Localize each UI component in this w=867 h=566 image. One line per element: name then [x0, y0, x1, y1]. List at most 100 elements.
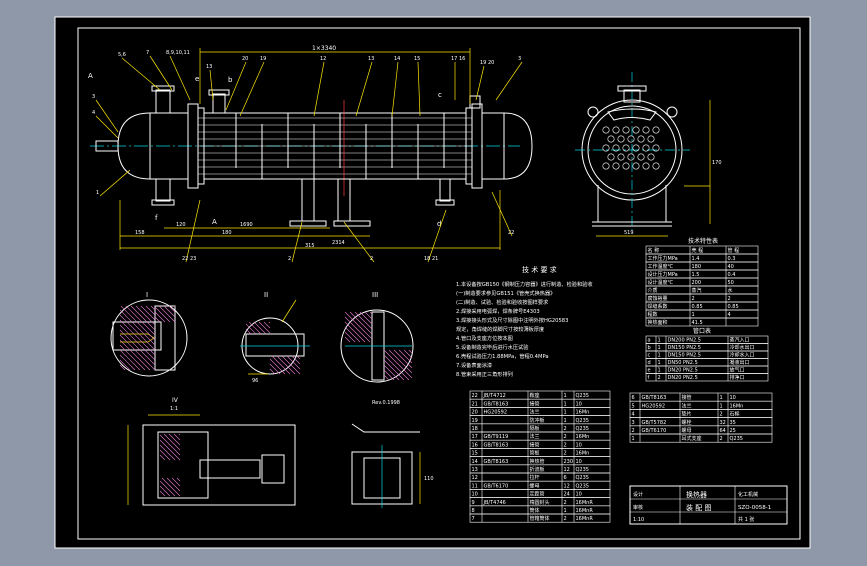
table-cell: 螺栓 — [682, 419, 692, 426]
hatch-line — [398, 349, 413, 364]
hatch-line — [120, 305, 156, 341]
hatch-line — [388, 349, 413, 374]
table-cell: GB/T8163 — [484, 442, 509, 448]
table-cell: 13 — [472, 467, 478, 473]
table-cell: 换热管 — [530, 458, 545, 465]
tb-checker: 审核 — [633, 504, 643, 511]
table-cell: 换热面积 — [648, 319, 668, 326]
hatch-line — [159, 449, 171, 461]
table-cell: 16Mn — [576, 451, 590, 457]
leader-line — [121, 57, 161, 91]
table-cell: 10 — [576, 442, 582, 448]
table-cell: 1 — [632, 436, 635, 442]
part-number-label: 8,9,10,11 — [166, 50, 190, 56]
leader-line — [95, 115, 119, 139]
tube-hole — [632, 144, 640, 152]
svg-text:A: A — [212, 218, 217, 226]
hatch-line — [119, 349, 141, 371]
table-cell: 3 — [632, 420, 635, 426]
tube-hole — [602, 162, 610, 170]
tube-hole — [632, 126, 640, 134]
detail-section-5: Rev.0.1998 110 — [351, 400, 434, 508]
hatch-line — [286, 355, 301, 370]
hatch-line — [344, 331, 356, 343]
part-number-label: 3 — [518, 56, 521, 62]
tech-requirement-line: 7.设备表面涂漆 — [456, 361, 492, 369]
tube-hole — [647, 135, 655, 143]
table-cell: 17 — [472, 434, 478, 440]
table-cell: 16Mn — [730, 403, 744, 409]
hatch-line — [119, 324, 156, 361]
table-cell: Q235 — [730, 436, 743, 442]
hatch-line — [168, 305, 176, 313]
table-cell: 64 — [720, 428, 726, 434]
table-cell: 管板 — [530, 450, 540, 457]
hatch-line — [140, 305, 156, 321]
leader-line — [491, 191, 513, 237]
tech-requirement-line: 规定，角焊缝的焊脚尺寸按较薄板厚度 — [456, 325, 544, 333]
leader-line — [391, 61, 399, 117]
hatch-line — [383, 359, 405, 381]
hatch-line — [163, 433, 181, 451]
table-cell: 1 — [564, 410, 567, 416]
leader-line — [185, 199, 201, 263]
hatch-line — [383, 374, 390, 381]
leader-line — [343, 221, 375, 263]
table-cell: 6 — [632, 395, 635, 401]
hatch-line — [291, 355, 301, 365]
part-number-label: 2 — [370, 256, 373, 262]
hatch-line — [163, 305, 176, 318]
hatch-line — [269, 363, 281, 375]
table-cell: DN20 PN2.5 — [668, 368, 698, 374]
part-number-label: 1 — [96, 190, 99, 196]
hatch-line — [159, 490, 166, 497]
table-cell: 7 — [472, 516, 475, 522]
hatch-line — [245, 323, 257, 335]
table-cell: 12 — [564, 483, 570, 489]
end-view: 519 170 — [575, 72, 722, 237]
part-number-label: 13 — [368, 56, 374, 62]
part-number-label: 3 — [92, 94, 95, 100]
table-cell: 10 — [472, 492, 478, 498]
table-cell: 接管 — [682, 394, 692, 401]
table-cell: DN150 PN2.5 — [668, 345, 701, 351]
hatch-line — [161, 477, 181, 497]
hatch-line — [178, 433, 181, 436]
hatch-line — [130, 305, 156, 331]
tube-hole — [642, 144, 650, 152]
table-cell: 5 — [632, 403, 635, 409]
table-cell: 40 — [728, 264, 734, 270]
table-cell: 耳式支座 — [682, 435, 702, 442]
leader-line — [355, 61, 373, 117]
tube-hole — [607, 153, 615, 161]
hatch-line — [159, 444, 176, 461]
part-number-label: 14 — [394, 56, 400, 62]
tech-requirement-line: 6.壳程试验压力1.88MPa，管程0.4MPa — [456, 352, 549, 360]
detail-section-1: I — [110, 291, 188, 377]
hatch-line — [344, 326, 361, 343]
hatch-line — [269, 358, 286, 375]
hatch-line — [119, 344, 146, 371]
part-number-label: 2 — [288, 256, 291, 262]
table-title: 技术特性表 — [688, 237, 718, 245]
leader-line — [475, 65, 485, 101]
table-cell: Q235 — [576, 483, 589, 489]
table-cell: 放气口 — [730, 367, 745, 374]
section-scale-4: 1:1 — [170, 406, 178, 412]
table-row — [469, 513, 611, 523]
dim-120: 120 — [176, 222, 186, 228]
part-number-label: 19 — [260, 56, 266, 62]
hatch-line — [154, 316, 161, 323]
detail-section-3: III — [340, 291, 414, 383]
table-cell: 2 — [632, 428, 635, 434]
table-cell: 法兰 — [530, 409, 540, 416]
table-cell: 35 — [730, 420, 736, 426]
hatch-line — [135, 305, 156, 326]
table-cell: GB/T8163 — [642, 395, 667, 401]
part-number-label: 22 23 — [182, 256, 196, 262]
